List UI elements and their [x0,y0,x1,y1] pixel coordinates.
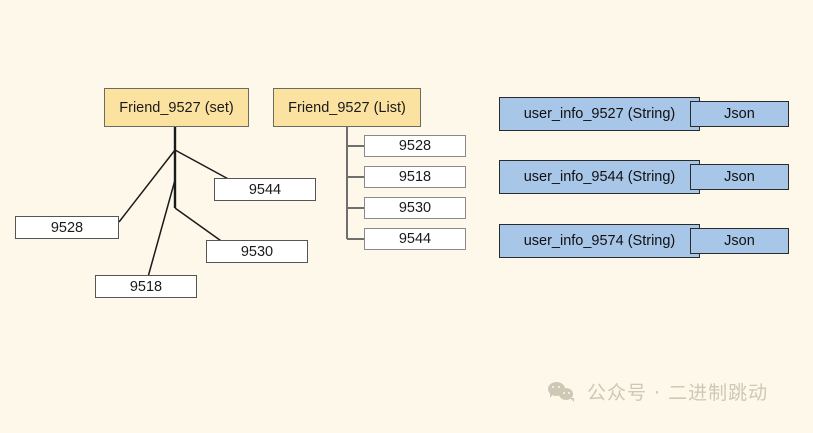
string-key-box[interactable]: user_info_9544 (String) [499,160,700,194]
string-value-label: Json [724,106,755,122]
string-key-box[interactable]: user_info_9574 (String) [499,224,700,258]
string-key-label: user_info_9527 (String) [523,106,676,122]
set-edge-9528 [118,149,176,223]
string-value-label: Json [724,169,755,185]
list-item[interactable]: 9530 [364,197,466,219]
set-member-9544[interactable]: 9544 [214,178,316,201]
list-item[interactable]: 9528 [364,135,466,157]
string-key-box[interactable]: user_info_9527 (String) [499,97,700,131]
set-member-9530[interactable]: 9530 [206,240,308,263]
list-item-label: 9530 [398,200,432,216]
watermark: 公众号 · 二进制跳动 [548,378,768,405]
set-edge-9518 [147,179,176,278]
set-member-9518[interactable]: 9518 [95,275,197,298]
set-member-9528[interactable]: 9528 [15,216,119,239]
string-value-box[interactable]: Json [690,228,789,254]
list-item[interactable]: 9544 [364,228,466,250]
watermark-text: 公众号 · 二进制跳动 [587,382,769,404]
string-key-label: user_info_9544 (String) [523,169,676,185]
list-root-node[interactable]: Friend_9527 (List) [273,88,421,127]
string-value-box[interactable]: Json [690,101,789,127]
list-item-label: 9518 [398,169,432,185]
set-root-node[interactable]: Friend_9527 (set) [104,88,249,127]
wechat-icon [548,381,578,403]
string-value-label: Json [724,233,755,249]
list-item[interactable]: 9518 [364,166,466,188]
set-root-label: Friend_9527 (set) [119,99,234,116]
list-root-label: Friend_9527 (List) [288,99,406,116]
string-value-box[interactable]: Json [690,164,789,190]
set-member-label: 9528 [50,219,84,236]
list-item-label: 9528 [398,138,432,154]
set-member-label: 9530 [240,243,274,260]
set-member-label: 9518 [129,278,163,295]
set-edge-9544 [174,149,233,182]
string-key-label: user_info_9574 (String) [523,233,676,249]
list-item-label: 9544 [398,231,432,247]
set-edge-9530 [174,207,225,244]
set-member-label: 9544 [248,181,282,198]
